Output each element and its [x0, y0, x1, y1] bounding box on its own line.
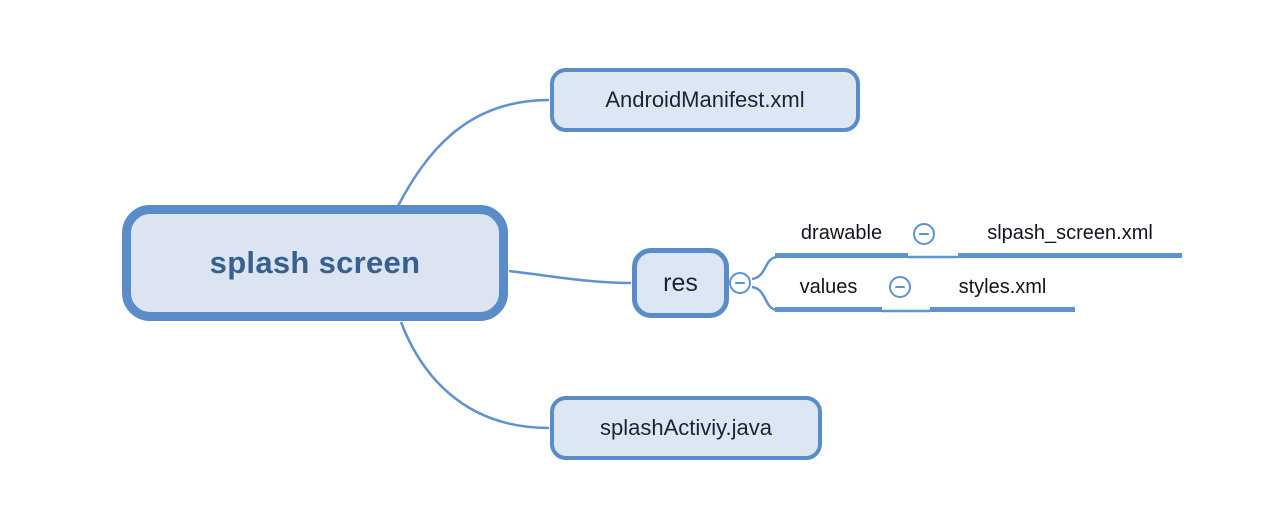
minus-icon: [919, 233, 929, 235]
node-styles-xml[interactable]: styles.xml: [930, 275, 1075, 312]
collapse-button-values[interactable]: [889, 276, 911, 298]
collapse-button-res[interactable]: [729, 272, 751, 294]
node-slpash-screen-xml[interactable]: slpash_screen.xml: [958, 221, 1182, 258]
branch-curve-androidmanifest: [396, 98, 550, 207]
branch-curve-splashactivity: [399, 321, 550, 430]
node-label: splash screen: [209, 245, 421, 280]
node-label: res: [663, 268, 698, 297]
branch-fork-values: [751, 285, 778, 312]
minus-icon: [735, 282, 745, 284]
node-drawable[interactable]: drawable: [775, 221, 908, 258]
minus-icon: [895, 286, 905, 288]
collapse-button-drawable[interactable]: [913, 223, 935, 245]
branch-fork-drawable: [751, 255, 778, 281]
node-label: slpash_screen.xml: [987, 222, 1153, 244]
node-label: AndroidManifest.xml: [605, 87, 805, 112]
node-res[interactable]: res: [632, 248, 729, 318]
branch-curve-res: [508, 269, 632, 285]
node-label: drawable: [800, 222, 883, 244]
node-label: values: [799, 276, 858, 298]
node-values[interactable]: values: [775, 275, 882, 312]
node-label: splashActiviy.java: [600, 415, 772, 440]
node-splashactiviy-java[interactable]: splashActiviy.java: [550, 396, 822, 460]
node-splash-screen[interactable]: splash screen: [122, 205, 508, 321]
node-androidmanifest-xml[interactable]: AndroidManifest.xml: [550, 68, 860, 132]
node-label: styles.xml: [958, 276, 1047, 298]
